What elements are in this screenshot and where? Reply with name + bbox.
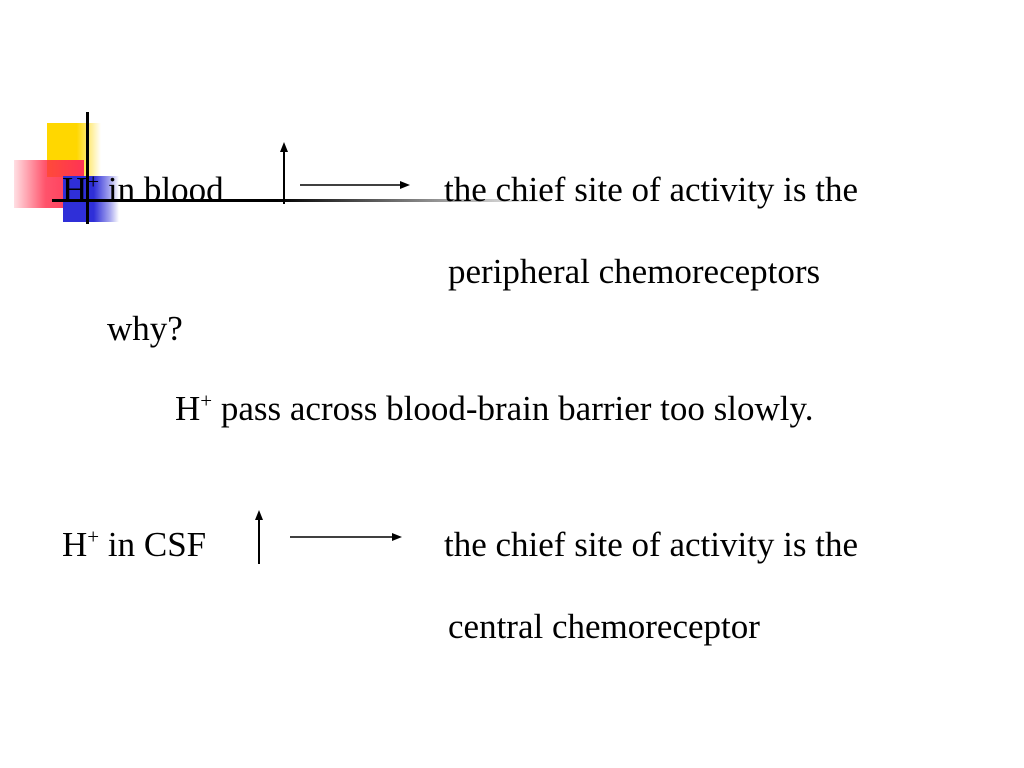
blood-result-line2: peripheral chemoreceptors	[448, 252, 821, 291]
csf-ion: H	[62, 525, 88, 564]
answer-text: H+ pass across blood-brain barrier too s…	[175, 389, 813, 429]
answer-ion-charge: +	[200, 388, 213, 413]
csf-result-line2: central chemoreceptor	[448, 607, 760, 646]
csf-result-line1: the chief site of activity is the	[444, 525, 859, 564]
decorative-vertical-line	[86, 112, 89, 224]
decorative-horizontal-line	[52, 199, 552, 202]
blood-ion-label: H+ in blood	[62, 170, 224, 210]
answer-body: pass across blood-brain barrier too slow…	[220, 389, 814, 428]
blood-increase-arrow-icon	[280, 142, 410, 204]
csf-ion-charge: +	[87, 524, 100, 549]
blood-ion-charge: +	[87, 169, 100, 194]
csf-location: in CSF	[107, 525, 207, 564]
csf-ion-label: H+ in CSF	[62, 525, 206, 565]
answer-ion: H	[175, 389, 201, 428]
question-text: why?	[107, 309, 183, 348]
blood-ion: H	[62, 170, 88, 209]
blood-location: in blood	[107, 170, 224, 209]
blood-result-line1: the chief site of activity is the	[444, 170, 859, 209]
csf-increase-arrow-icon	[255, 510, 402, 564]
